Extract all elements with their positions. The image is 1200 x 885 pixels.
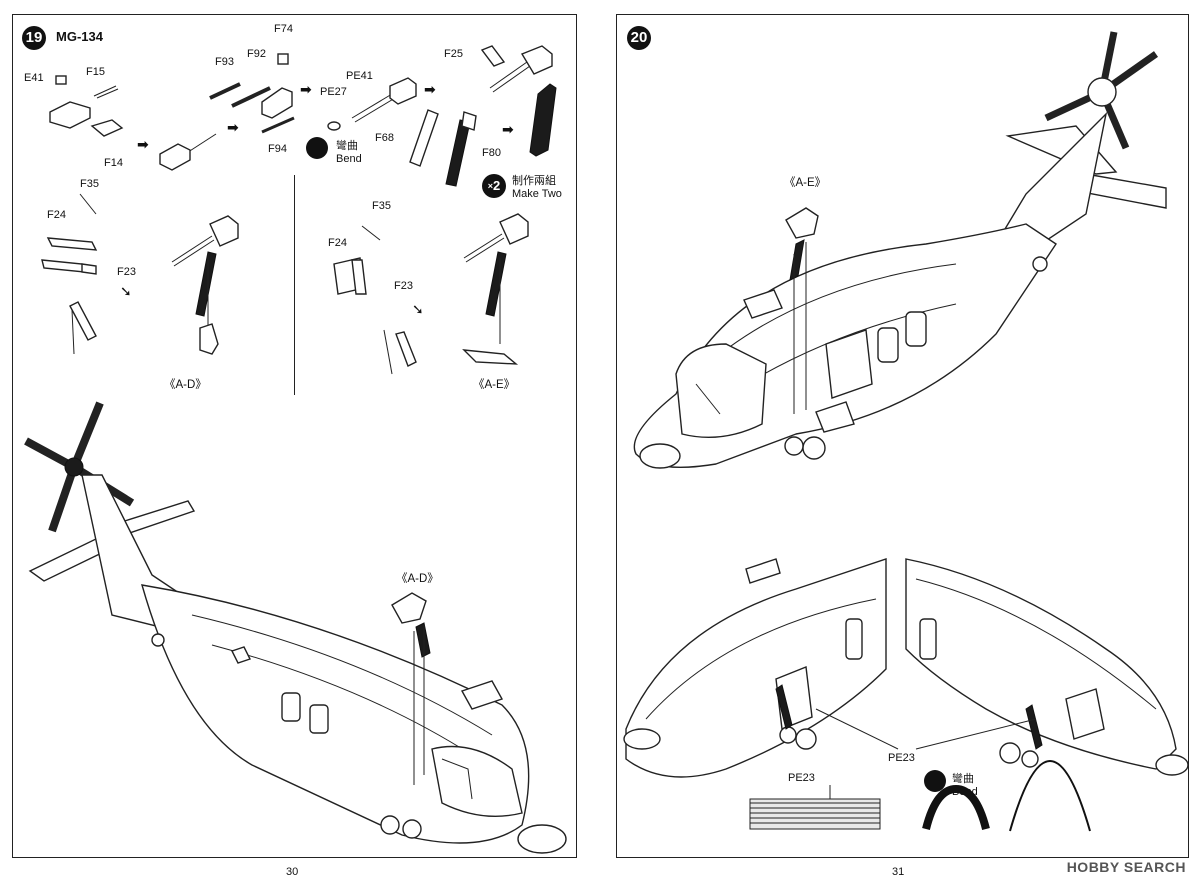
- part-label-f94: F94: [268, 143, 287, 155]
- part-label-f74: F74: [274, 23, 293, 35]
- left-page: 19 MG-134 E41 F15 F14 F93 F92 F74 F94 PE…: [0, 0, 595, 885]
- part-label-f14: F14: [104, 157, 123, 169]
- part-label-e41: E41: [24, 72, 44, 84]
- sub-right-label-f23: F23: [394, 280, 413, 292]
- svg-text:➡: ➡: [300, 81, 312, 97]
- bend-icon: [306, 137, 328, 159]
- lower-ref: 《A-D》: [396, 573, 439, 585]
- step-title: MG-134: [56, 29, 103, 44]
- svg-text:➡: ➡: [424, 81, 436, 97]
- right-page-number: 31: [892, 866, 905, 878]
- part-label-f80: F80: [482, 147, 501, 159]
- sub-left-label-f24: F24: [47, 209, 66, 221]
- part-label-pe41: PE41: [346, 70, 373, 82]
- helicopter-left-view: [24, 401, 567, 854]
- svg-text:➡: ➡: [137, 136, 149, 152]
- step-20-badge: 20: [627, 26, 651, 50]
- svg-text:➘: ➘: [412, 301, 424, 317]
- sub-right-label-f24: F24: [328, 237, 347, 249]
- bend-en-label: Bend: [336, 153, 362, 165]
- pe23-callout-label: PE23: [888, 752, 915, 764]
- step-19-drawings: ➡ ➡ ➡ ➡ ➡ ➘: [41, 45, 557, 375]
- watermark: HOBBY SEARCH: [1066, 859, 1186, 875]
- part-label-pe27: PE27: [320, 86, 347, 98]
- left-page-number: 30: [286, 866, 299, 878]
- bend-zh-label: 彎曲: [336, 140, 358, 152]
- part-label-f93: F93: [215, 56, 234, 68]
- lower-detail-views: [623, 558, 1189, 832]
- sub-left-label-f23: F23: [117, 266, 136, 278]
- make-two-badge: ×2: [482, 174, 506, 198]
- sub-left-label-f35: F35: [80, 178, 99, 190]
- pe23-strip-label: PE23: [788, 772, 815, 784]
- svg-text:➘: ➘: [120, 283, 132, 299]
- helicopter-right-view: [633, 31, 1167, 469]
- part-label-f25: F25: [444, 48, 463, 60]
- upper-ref: 《A-E》: [784, 177, 827, 189]
- lower-bend-zh-label: 彎曲: [952, 773, 974, 785]
- sub-right-ref: 《A-E》: [473, 379, 516, 391]
- step-number-badge: 19: [22, 26, 46, 50]
- part-label-f15: F15: [86, 66, 105, 78]
- svg-text:➡: ➡: [227, 119, 239, 135]
- make-two-en-label: Make Two: [512, 188, 562, 200]
- sub-right-label-f35: F35: [372, 200, 391, 212]
- make-two-zh-label: 制作兩組: [512, 175, 556, 187]
- part-label-f68: F68: [375, 132, 394, 144]
- part-label-f92: F92: [247, 48, 266, 60]
- right-page: 20 《A-E》: [600, 0, 1200, 885]
- sub-left-ref: 《A-D》: [164, 379, 207, 391]
- svg-text:➡: ➡: [502, 121, 514, 137]
- lower-bend-icon: [924, 770, 946, 792]
